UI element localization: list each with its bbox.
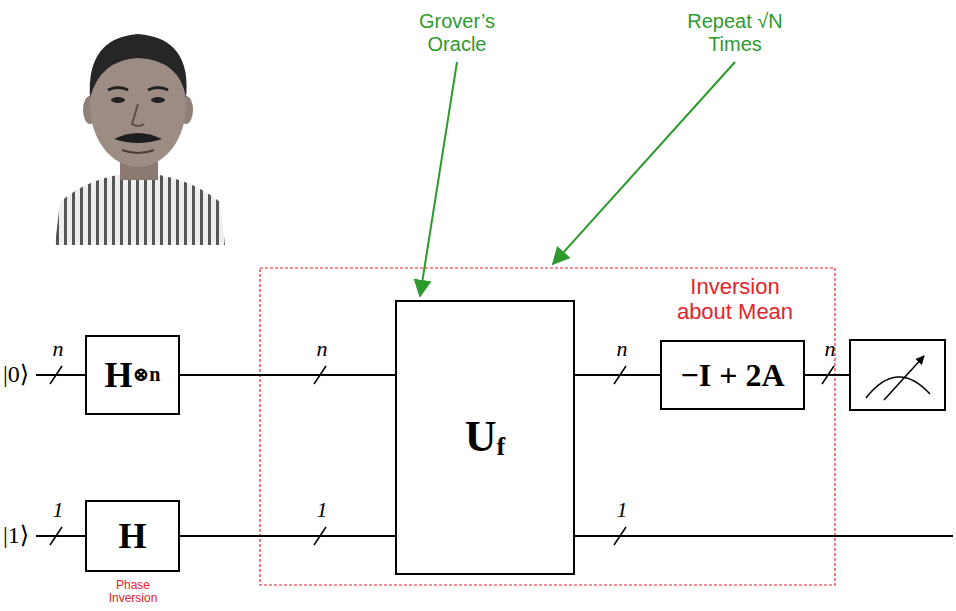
operation-label: Inversion about Mean (665, 274, 805, 325)
eyebrow (108, 88, 128, 91)
portrait (55, 34, 225, 245)
box-text-group: Uf (465, 415, 505, 460)
bus-width: n (820, 336, 840, 361)
eye (151, 97, 165, 103)
qubit-wire (575, 374, 660, 376)
repeat-region (260, 268, 835, 585)
bus-width: n (312, 336, 332, 361)
box-label: H (105, 355, 133, 395)
bus-slash (614, 527, 626, 545)
oracle-box: Uf (395, 300, 575, 575)
box-label: ⊗n (133, 363, 161, 385)
box-label: −I + 2A (680, 357, 784, 393)
box-label: H (118, 516, 146, 556)
callout-label: Grover’s Oracle (407, 10, 507, 56)
output-wire (575, 535, 953, 537)
callout-arrow (553, 62, 735, 264)
bus-slash (50, 527, 62, 545)
box-text-group: −I + 2A (680, 359, 784, 391)
bus-width: 1 (48, 497, 68, 522)
hair (90, 34, 187, 98)
mustache (114, 133, 162, 143)
input-state: |1⟩ (3, 522, 43, 550)
callout-arrow (420, 62, 457, 296)
qubit-wire (180, 374, 395, 376)
striped-shirt (55, 172, 225, 245)
bus-width: 1 (612, 497, 632, 522)
bus-width: n (48, 336, 68, 361)
gate-box: H (85, 500, 180, 572)
box-label: U (465, 412, 497, 461)
bus-width: n (612, 336, 632, 361)
bus-width: 1 (312, 497, 332, 522)
mouth (122, 150, 154, 153)
box-label: f (497, 432, 506, 461)
meter-box (850, 340, 945, 410)
box-text-group: H⊗n (105, 357, 161, 393)
box-text-group: H (118, 518, 146, 554)
eyebrow (148, 88, 168, 91)
gate-note: Phase Inversion (100, 579, 166, 605)
eye (111, 97, 125, 103)
diffusion-box: −I + 2A (660, 340, 805, 410)
nose (132, 104, 144, 126)
meter-symbol (850, 340, 945, 410)
callout-label: Repeat √N Times (675, 10, 795, 56)
input-wire (36, 535, 85, 537)
bus-slash (50, 366, 62, 384)
meter-needle (884, 356, 924, 400)
meter-arc (866, 377, 930, 398)
qubit-wire (180, 535, 395, 537)
bus-slash (822, 366, 834, 384)
gate-box: H⊗n (85, 335, 180, 415)
input-state: |0⟩ (3, 361, 43, 389)
input-wire (36, 374, 85, 376)
